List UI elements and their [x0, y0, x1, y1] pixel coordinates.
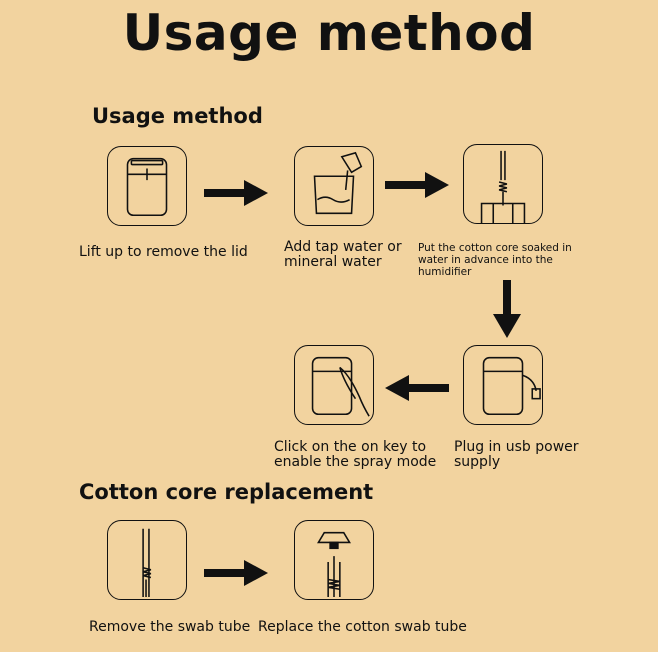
- arrow-icon: [385, 172, 449, 198]
- humidifier-lid-icon: [126, 157, 168, 217]
- arrow-icon: [385, 375, 449, 401]
- section-heading-replacement: Cotton core replacement: [79, 480, 374, 504]
- cotton-core-icon: [480, 150, 526, 223]
- step-1-caption: Lift up to remove the lid: [79, 244, 248, 260]
- step-6-card: [107, 520, 187, 600]
- page-title: Usage method: [122, 4, 536, 62]
- step-1-card: [107, 146, 187, 226]
- pour-water-icon: [313, 151, 363, 215]
- remove-swab-icon: [142, 528, 152, 598]
- arrow-icon: [493, 280, 521, 338]
- replace-swab-icon: [317, 531, 351, 598]
- section-heading-usage: Usage method: [92, 104, 263, 128]
- arrow-icon: [204, 180, 268, 206]
- step-7-caption: Replace the cotton swab tube: [258, 619, 467, 635]
- arrow-icon: [204, 560, 268, 586]
- press-key-icon: [311, 356, 370, 417]
- step-4-card: [463, 345, 543, 425]
- step-4-caption: Plug in usb power supply: [454, 439, 579, 470]
- step-5-card: [294, 345, 374, 425]
- step-2-caption: Add tap water or mineral water: [284, 239, 402, 270]
- step-6-caption: Remove the swab tube: [89, 619, 251, 635]
- step-5-caption: Click on the on key to enable the spray …: [274, 439, 437, 470]
- step-3-card: [463, 144, 543, 224]
- step-7-card: [294, 520, 374, 600]
- step-3-caption: Put the cotton core soaked in water in a…: [418, 242, 572, 278]
- step-2-card: [294, 146, 374, 226]
- usb-power-icon: [482, 356, 541, 416]
